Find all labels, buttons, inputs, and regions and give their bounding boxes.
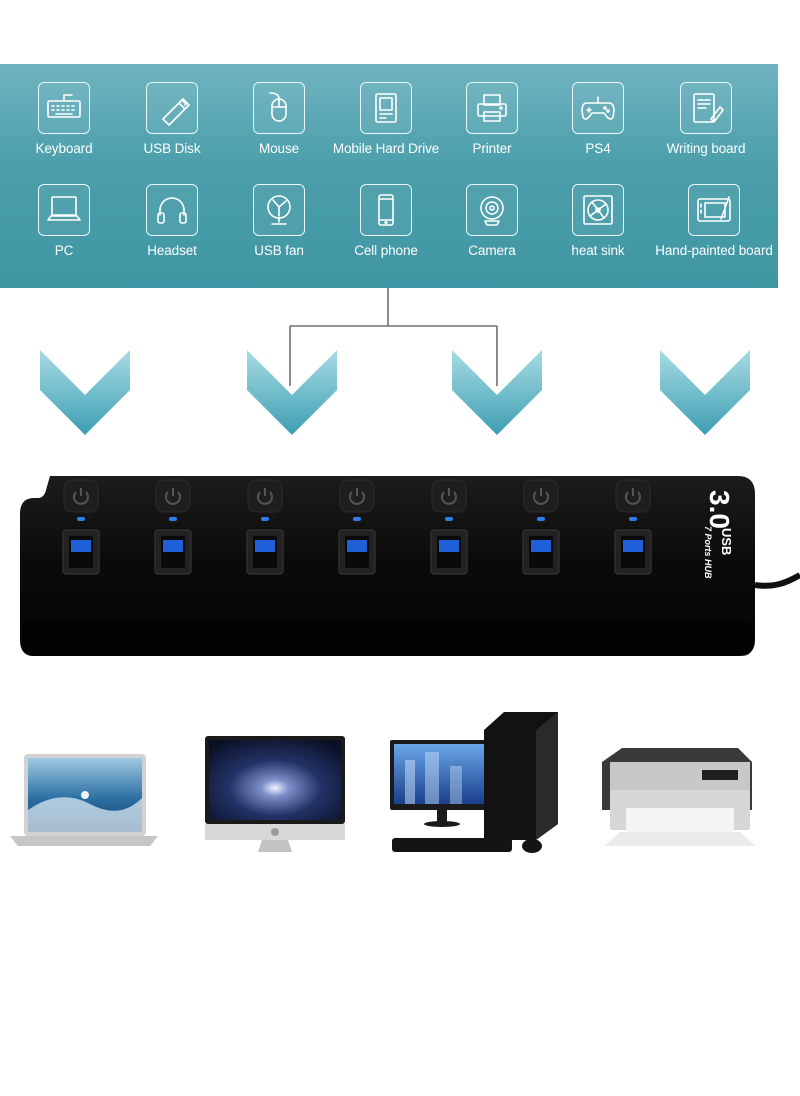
device-tile: Mobile Hard Drive: [332, 82, 440, 172]
port-power-button[interactable]: [431, 479, 467, 513]
hub-usb-label: USB: [719, 528, 734, 555]
fan-icon: [253, 184, 305, 236]
hard-drive-icon: [360, 82, 412, 134]
pc-icon: [38, 184, 90, 236]
drawing-tablet-icon: [688, 184, 740, 236]
port-led: [353, 517, 361, 521]
device-label: USB Disk: [143, 141, 201, 156]
port-power-button[interactable]: [523, 479, 559, 513]
device-tile: heat sink: [544, 184, 652, 274]
device-label: PC: [54, 243, 74, 258]
usb-disk-icon: [146, 82, 198, 134]
device-label: PS4: [585, 141, 611, 156]
port-power-button[interactable]: [247, 479, 283, 513]
chevron-down-icon: [247, 350, 337, 435]
headset-icon: [146, 184, 198, 236]
device-label: Cell phone: [354, 243, 418, 258]
device-label: Mobile Hard Drive: [332, 141, 440, 156]
device-tile: USB fan: [225, 184, 333, 274]
device-label: heat sink: [571, 243, 625, 258]
port-led: [77, 517, 85, 521]
port-power-button[interactable]: [615, 479, 651, 513]
connector-lines: [289, 288, 498, 386]
device-tile: USB Disk: [118, 82, 226, 172]
usb-port[interactable]: [614, 529, 652, 575]
port-led: [629, 517, 637, 521]
printer-image: [602, 748, 756, 846]
device-tile: Writing board: [652, 82, 760, 172]
device-tile: Mouse: [225, 82, 333, 172]
keyboard-icon: [38, 82, 90, 134]
device-tile: Cell phone: [332, 184, 440, 274]
device-label: Hand-painted board: [655, 243, 773, 258]
usb-port[interactable]: [430, 529, 468, 575]
device-tile: PC: [10, 184, 118, 274]
desktop-pc-image: [390, 712, 558, 853]
gamepad-icon: [572, 82, 624, 134]
device-tile: Keyboard: [10, 82, 118, 172]
writing-board-icon: [680, 82, 732, 134]
device-tile: Headset: [118, 184, 226, 274]
printer-icon: [466, 82, 518, 134]
port-led: [169, 517, 177, 521]
device-tile: Printer: [438, 82, 546, 172]
device-tile: Hand-painted board: [655, 184, 773, 274]
port-power-button[interactable]: [155, 479, 191, 513]
cell-phone-icon: [360, 184, 412, 236]
device-label: Camera: [468, 243, 516, 258]
usb-port[interactable]: [338, 529, 376, 575]
port-led: [537, 517, 545, 521]
device-label: Printer: [472, 141, 512, 156]
hub-version-label: 3.0: [704, 490, 735, 529]
device-label: Mouse: [258, 141, 300, 156]
mouse-icon: [253, 82, 305, 134]
usb-port[interactable]: [246, 529, 284, 575]
device-tile: PS4: [544, 82, 652, 172]
usb-port[interactable]: [62, 529, 100, 575]
device-label: USB fan: [254, 243, 304, 258]
chevron-down-icon: [452, 350, 542, 435]
port-led: [261, 517, 269, 521]
hub-ports-label: 7 Ports HUB: [703, 526, 713, 579]
usb-port[interactable]: [522, 529, 560, 575]
device-label: Headset: [147, 243, 197, 258]
device-label: Keyboard: [35, 141, 93, 156]
laptop-image: [10, 754, 158, 846]
device-banner: Keyboard USB Disk Mouse Mobile Hard Drive Pr…: [0, 64, 778, 288]
usb-hub: 3.0 USB 7 Ports HUB: [20, 476, 800, 656]
device-tile: Camera: [438, 184, 546, 274]
imac-image: [205, 736, 345, 852]
heat-sink-icon: [572, 184, 624, 236]
chevron-down-icon: [40, 350, 130, 435]
camera-icon: [466, 184, 518, 236]
port-power-button[interactable]: [63, 479, 99, 513]
port-power-button[interactable]: [339, 479, 375, 513]
host-devices: [10, 712, 756, 853]
device-label: Writing board: [666, 141, 746, 156]
usb-port[interactable]: [154, 529, 192, 575]
chevron-down-icon: [660, 350, 750, 435]
port-led: [445, 517, 453, 521]
